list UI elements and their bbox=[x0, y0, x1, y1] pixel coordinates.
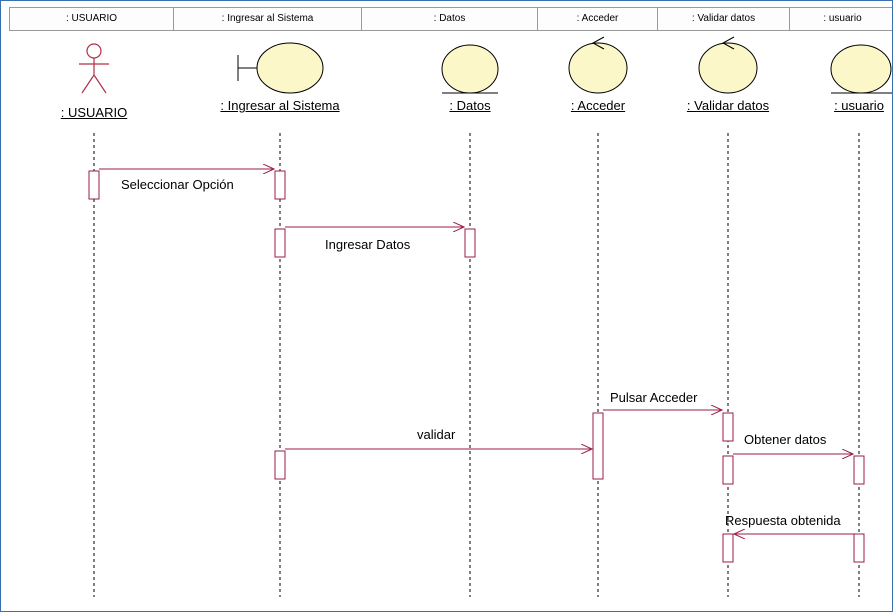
activation-validar-datos-3[interactable] bbox=[722, 533, 734, 563]
object-label-acceder[interactable]: : Acceder bbox=[570, 98, 626, 113]
column-header-ingresar-sistema[interactable]: : Ingresar al Sistema bbox=[174, 8, 362, 30]
activation-usuario-2[interactable] bbox=[853, 533, 865, 563]
message-label-obtener-datos: Obtener datos bbox=[744, 432, 827, 447]
activation-ingresar-sistema-2[interactable] bbox=[274, 228, 286, 258]
boundary-ingresar-sistema-icon[interactable] bbox=[237, 42, 324, 94]
object-label-ingresar-sistema[interactable]: : Ingresar al Sistema bbox=[220, 98, 340, 113]
message-label-pulsar-acceder: Pulsar Acceder bbox=[610, 390, 698, 405]
entity-usuario-icon[interactable] bbox=[830, 44, 893, 94]
activation-validar-datos-1[interactable] bbox=[722, 412, 734, 442]
activation-usuario-1[interactable] bbox=[853, 455, 865, 485]
column-header-acceder[interactable]: : Acceder bbox=[538, 8, 658, 30]
activation-datos[interactable] bbox=[464, 228, 476, 258]
message-label-seleccionar-opcion: Seleccionar Opción bbox=[121, 177, 234, 192]
column-header-usuario-actor[interactable]: : USUARIO bbox=[9, 8, 174, 30]
activation-ingresar-sistema-1[interactable] bbox=[274, 170, 286, 200]
activation-usuario-actor[interactable] bbox=[88, 170, 100, 200]
entity-datos-icon[interactable] bbox=[441, 44, 499, 94]
message-label-respuesta-obtenida: Respuesta obtenida bbox=[725, 513, 841, 528]
object-label-usuario-actor[interactable]: : USUARIO bbox=[60, 105, 128, 120]
activation-validar-datos-2[interactable] bbox=[722, 455, 734, 485]
column-header-usuario[interactable]: : usuario bbox=[790, 8, 892, 30]
column-header-bar: : USUARIO : Ingresar al Sistema : Datos … bbox=[9, 7, 892, 31]
control-acceder-icon[interactable] bbox=[568, 36, 628, 94]
message-label-validar: validar bbox=[417, 427, 456, 442]
control-validar-datos-icon[interactable] bbox=[698, 36, 758, 94]
message-label-ingresar-datos: Ingresar Datos bbox=[325, 237, 411, 252]
activation-acceder[interactable] bbox=[592, 412, 604, 480]
object-label-validar-datos[interactable]: : Validar datos bbox=[686, 98, 770, 113]
actor-usuario-icon[interactable] bbox=[79, 43, 109, 94]
activation-ingresar-sistema-3[interactable] bbox=[274, 450, 286, 480]
object-label-usuario[interactable]: : usuario bbox=[834, 98, 884, 113]
object-label-datos[interactable]: : Datos bbox=[449, 98, 491, 113]
column-header-validar-datos[interactable]: : Validar datos bbox=[658, 8, 790, 30]
column-header-datos[interactable]: : Datos bbox=[362, 8, 538, 30]
